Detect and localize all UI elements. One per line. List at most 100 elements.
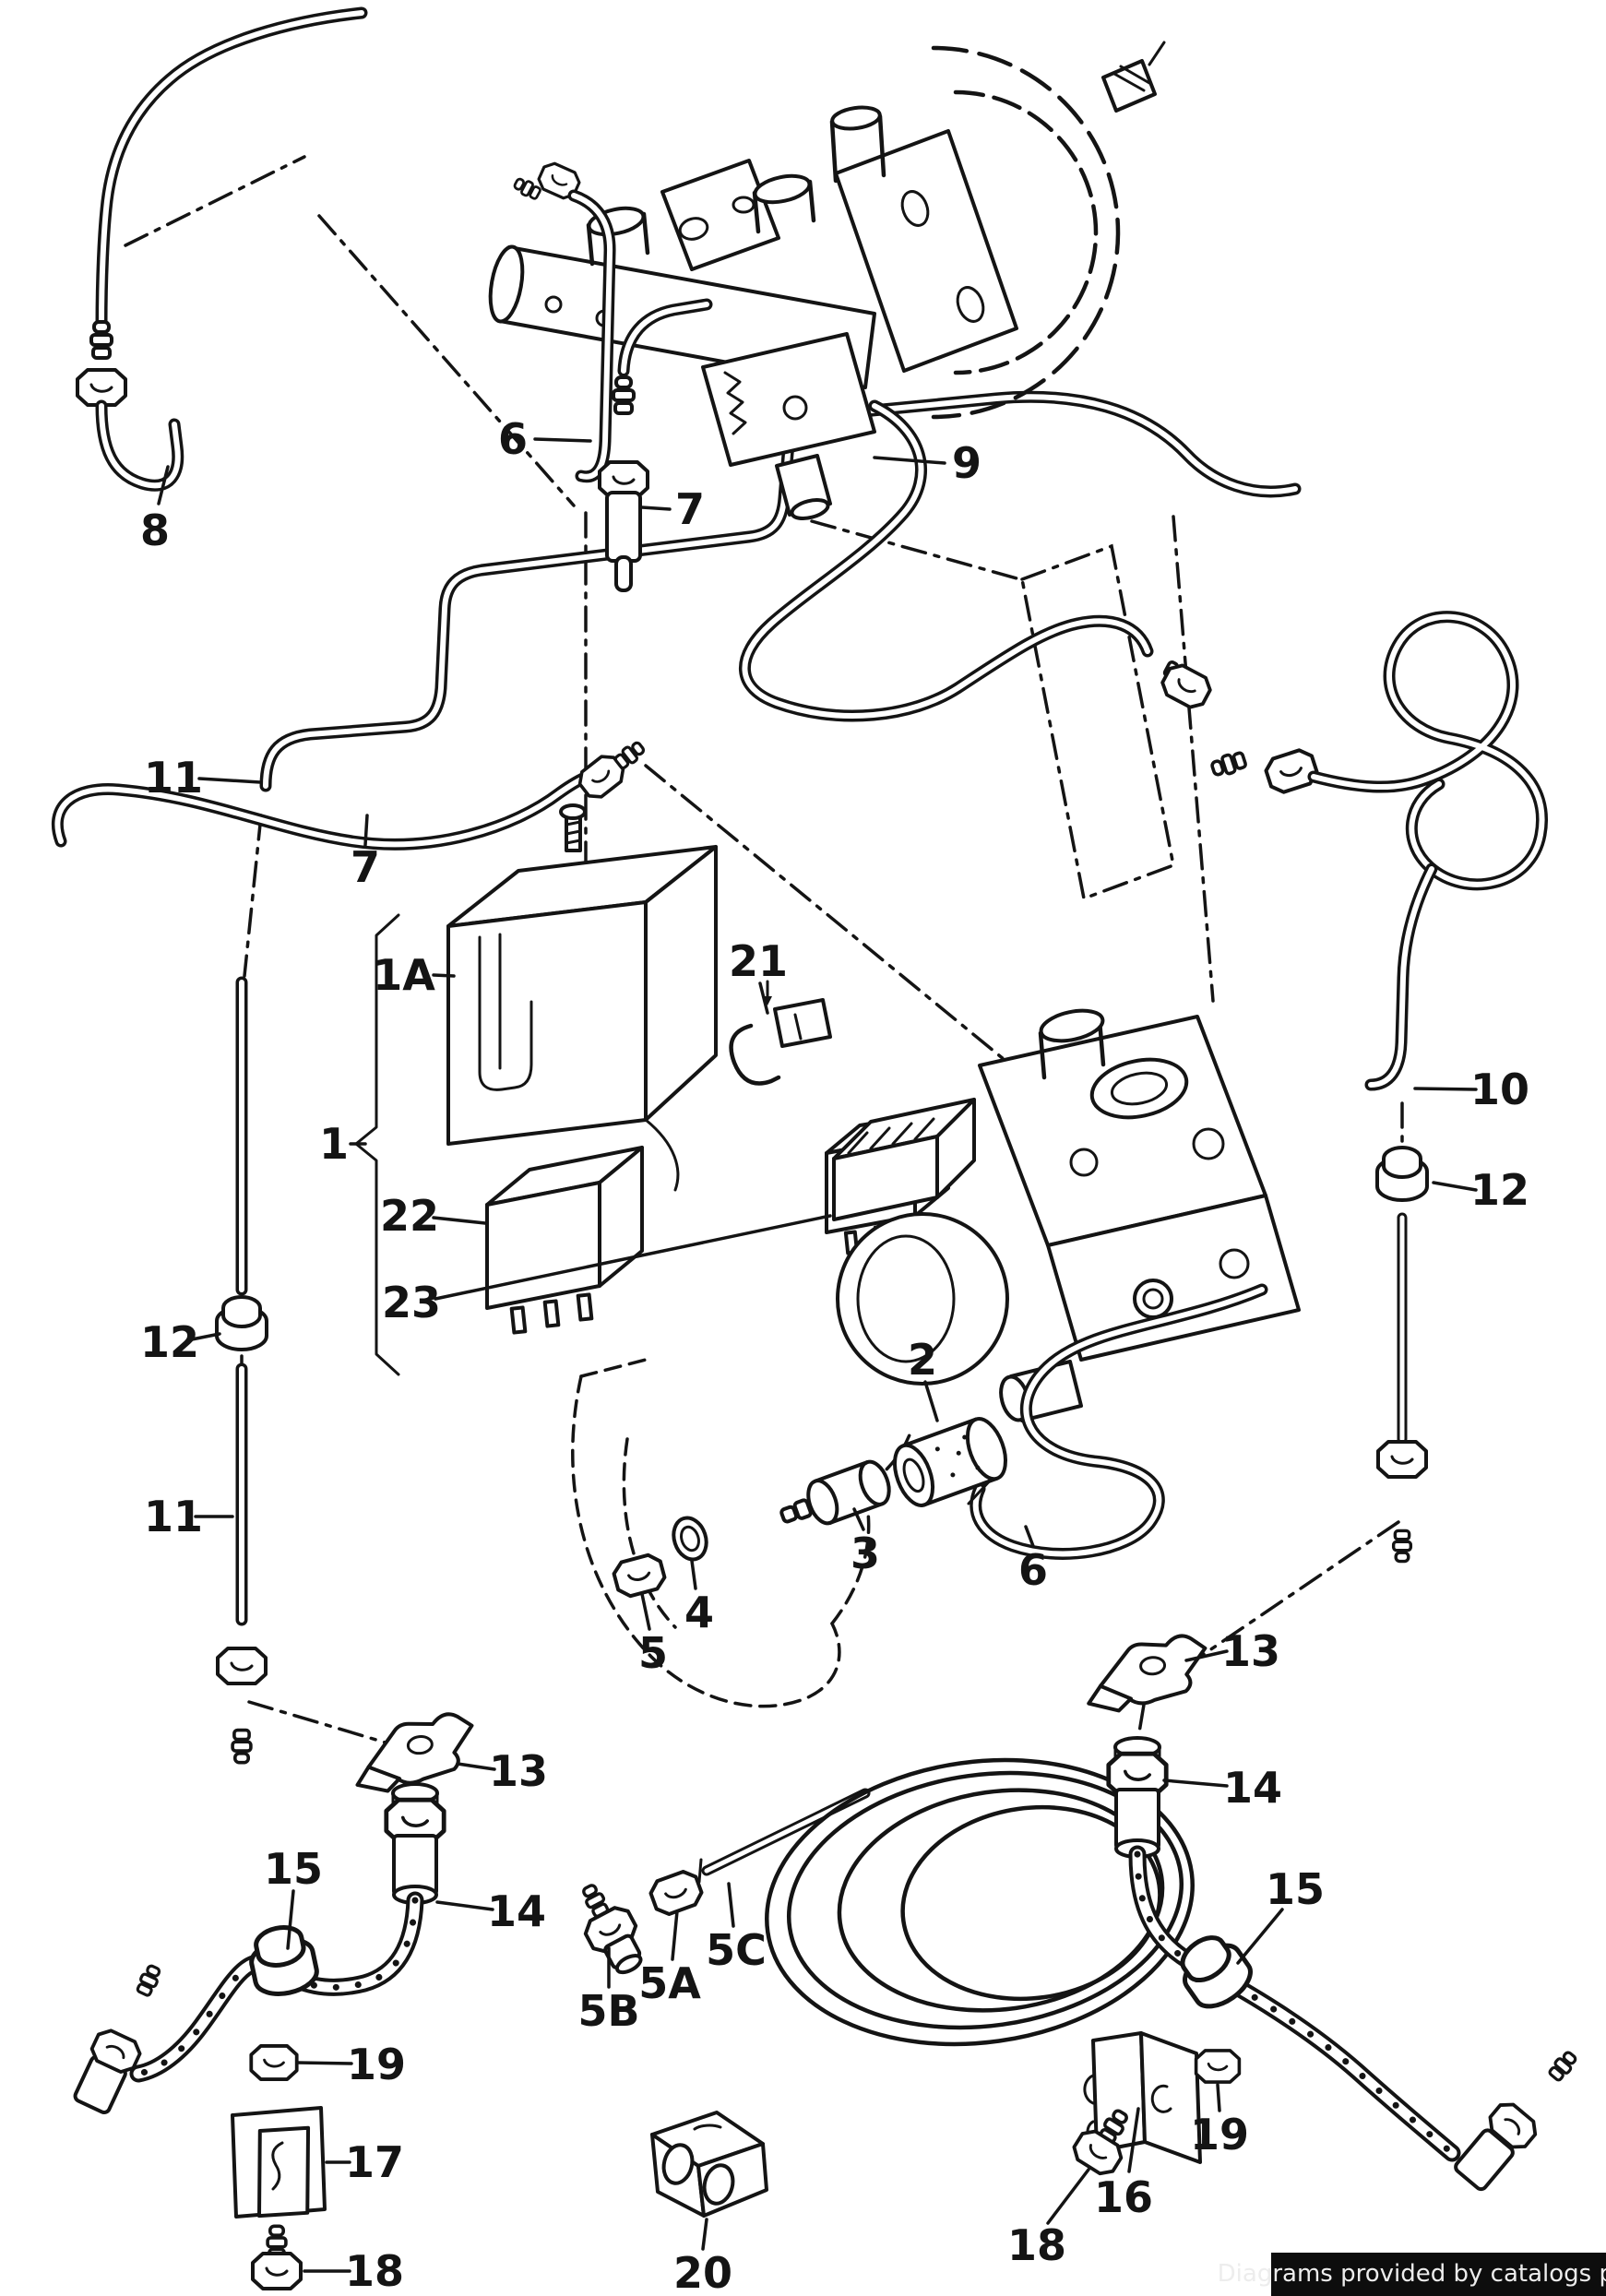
- washer-4: [672, 1516, 708, 1562]
- callout-label-3: 3: [851, 1529, 880, 1578]
- servo-cap: [1101, 59, 1157, 113]
- callout-label-9: 9: [952, 438, 981, 488]
- callout-label-11: 11: [144, 753, 203, 803]
- callout-label-13: 13: [1221, 1626, 1280, 1676]
- callout-5C-26: 5C: [706, 1882, 767, 1975]
- relay-cover-1a: [446, 803, 718, 1192]
- brake-pipe-11-upper: [259, 390, 1302, 792]
- union-14-left: [387, 1784, 444, 1903]
- brake-hose-10: [1208, 611, 1548, 1091]
- hydraulic-unit: [832, 1008, 1301, 1422]
- callout-23-10: 23: [382, 1214, 832, 1327]
- pipe10-nut: [1261, 744, 1322, 798]
- pipe6-barb: [511, 174, 543, 202]
- alignment-lines: [124, 155, 1404, 1753]
- brake-pipe-11-vertical: [215, 976, 268, 1765]
- callout-2-15: 2: [908, 1335, 939, 1422]
- brake-pipe-6-upper: [511, 159, 616, 483]
- callout-19-35: 19: [1190, 2083, 1249, 2159]
- pipe12-nut: [1376, 1440, 1428, 1479]
- callout-7-5: 7: [351, 814, 380, 892]
- callout-7-2: 7: [640, 484, 705, 534]
- callout-label-6: 6: [1018, 1545, 1048, 1595]
- grommet-15-right: [1170, 1926, 1258, 2016]
- grommet-12-left: [215, 1295, 268, 1351]
- callout-15-24: 15: [264, 1844, 323, 1950]
- callout-4-17: 4: [684, 1559, 714, 1637]
- callout-14-25: 14: [435, 1886, 546, 1936]
- callout-label-21: 21: [729, 936, 788, 986]
- left-hose-chain: [73, 1709, 480, 2114]
- callout-label-8: 8: [140, 506, 170, 555]
- callout-label-12: 12: [1470, 1165, 1529, 1215]
- brake-servo-assembly: [488, 41, 1166, 520]
- pipe12-barb: [1391, 1529, 1413, 1564]
- callout-9-3: 9: [873, 438, 981, 488]
- callout-5A-27: 5A: [638, 1909, 701, 2008]
- right-hose-chain: [1082, 1632, 1580, 2192]
- callout-16-34: 16: [1094, 2107, 1153, 2222]
- callout-5-18: 5: [638, 1592, 668, 1678]
- callout-8-0: 8: [140, 465, 170, 555]
- callout-11-4: 11: [144, 753, 262, 803]
- callout-5B-28: 5B: [577, 1946, 640, 2036]
- callout-label-5A: 5A: [638, 1958, 701, 2008]
- pump-block-lower: [1046, 1194, 1301, 1362]
- bracket-16: [1083, 2031, 1202, 2164]
- callout-22-9: 22: [380, 1191, 487, 1241]
- callout-17-30: 17: [325, 2137, 404, 2187]
- callout-label-13: 13: [489, 1746, 548, 1796]
- pipe8-barb: [89, 320, 113, 360]
- plug-3: [779, 1459, 891, 1526]
- callout-label-12: 12: [140, 1317, 199, 1367]
- hose-end-union-right: [1454, 2048, 1580, 2192]
- brake-pipe-7-middle: [51, 738, 648, 851]
- callout-10-11: 10: [1413, 1065, 1529, 1114]
- callout-6-19: 6: [1018, 1525, 1048, 1595]
- pressure-valve: [701, 332, 876, 520]
- relay-22: [485, 1146, 644, 1335]
- callout-14-21: 14: [1162, 1763, 1282, 1813]
- callout-6-1: 6: [498, 414, 592, 464]
- callout-label-4: 4: [684, 1588, 714, 1637]
- watermark: Diagrams provided by catalogs parts: [1218, 2253, 1606, 2296]
- callout-18-33: 18: [1007, 2168, 1090, 2270]
- callout-1A-6: 1A: [373, 950, 456, 1000]
- callout-label-1: 1: [319, 1119, 349, 1169]
- clip-13-left: [349, 1709, 480, 1796]
- callout-label-16: 16: [1094, 2172, 1153, 2222]
- callout-label-19: 19: [1190, 2110, 1249, 2159]
- pipe11-barb: [231, 1728, 253, 1765]
- callout-3-16: 3: [851, 1507, 880, 1578]
- grommet-12-right: [1375, 1146, 1429, 1202]
- clamp-20: [650, 2111, 768, 2218]
- pipe8-nut: [76, 368, 127, 407]
- callout-label-18: 18: [345, 2246, 404, 2296]
- reservoir-stub: [829, 105, 886, 184]
- nut-5: [609, 1550, 670, 1601]
- callout-label-18: 18: [1007, 2220, 1066, 2270]
- brake-pipe-9: [739, 399, 1217, 722]
- callout-label-6: 6: [498, 414, 528, 464]
- callout-11-14: 11: [144, 1492, 234, 1541]
- pipe10-barb: [1208, 748, 1249, 780]
- callout-label-2: 2: [908, 1335, 937, 1385]
- pipe-coil-5c: [697, 1757, 1195, 2047]
- callout-label-10: 10: [1470, 1065, 1529, 1114]
- callout-label-5B: 5B: [577, 1986, 639, 2036]
- callout-label-14: 14: [1223, 1763, 1282, 1813]
- callout-label-15: 15: [264, 1844, 323, 1894]
- callout-label-17: 17: [345, 2137, 404, 2187]
- callout-12-13: 12: [140, 1317, 221, 1367]
- hose-end-union-left: [73, 1962, 164, 2114]
- callout-label-14: 14: [487, 1886, 546, 1936]
- clip-21: [729, 980, 832, 1086]
- callout-1-8: 1: [319, 1119, 367, 1169]
- pipe7-barb: [612, 375, 636, 415]
- nut-19-left: [249, 2044, 299, 2081]
- watermark-text: Diagrams provided by catalogs parts: [1218, 2260, 1606, 2288]
- pipe-union-barb: [612, 738, 648, 772]
